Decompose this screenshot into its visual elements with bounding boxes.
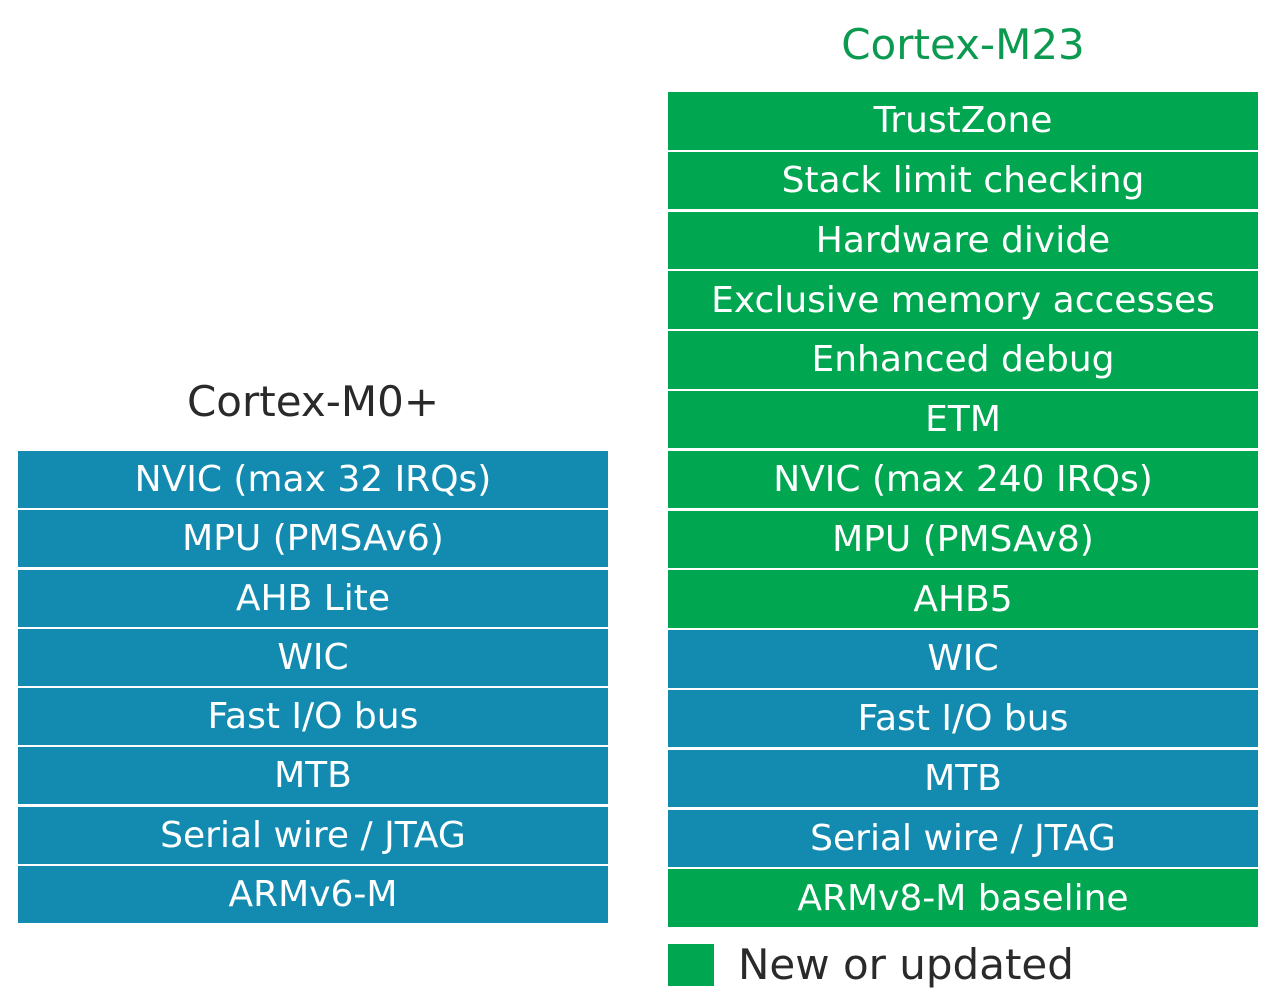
legend-label: New or updated <box>738 940 1074 989</box>
m0-block-ahb: AHB Lite <box>18 569 608 627</box>
cortex-m23-block-stack: TrustZone Stack limit checking Hardware … <box>668 92 1258 929</box>
cortex-m0plus-block-stack: NVIC (max 32 IRQs) MPU (PMSAv6) AHB Lite… <box>18 451 608 925</box>
m23-block-etm: ETM <box>668 390 1258 449</box>
m23-block-architecture: ARMv8-M baseline <box>668 869 1258 927</box>
m0-block-fast-io-bus: Fast I/O bus <box>18 688 608 746</box>
m23-block-wic: WIC <box>668 630 1258 688</box>
m23-block-hardware-divide: Hardware divide <box>668 211 1258 270</box>
cortex-m0plus-title: Cortex-M0+ <box>186 377 440 426</box>
m23-block-serial-wire-jtag: Serial wire / JTAG <box>668 809 1258 868</box>
m0-block-mpu: MPU (PMSAv6) <box>18 510 608 568</box>
m23-block-stack-limit-checking: Stack limit checking <box>668 151 1258 210</box>
m23-block-nvic: NVIC (max 240 IRQs) <box>668 450 1258 509</box>
m23-block-fast-io-bus: Fast I/O bus <box>668 689 1258 748</box>
m23-block-exclusive-memory-accesses: Exclusive memory accesses <box>668 271 1258 329</box>
legend: New or updated <box>668 940 1074 989</box>
m23-block-enhanced-debug: Enhanced debug <box>668 331 1258 389</box>
m0-block-mtb: MTB <box>18 747 608 805</box>
m0-block-architecture: ARMv6-M <box>18 866 608 924</box>
cortex-m23-title: Cortex-M23 <box>841 20 1085 69</box>
m23-block-trustzone: TrustZone <box>668 92 1258 150</box>
m0-block-nvic: NVIC (max 32 IRQs) <box>18 451 608 508</box>
m23-block-mpu: MPU (PMSAv8) <box>668 510 1258 569</box>
m23-block-ahb5: AHB5 <box>668 570 1258 628</box>
legend-swatch-new-or-updated <box>668 943 714 986</box>
m0-block-serial-wire-jtag: Serial wire / JTAG <box>18 806 608 864</box>
m0-block-wic: WIC <box>18 628 608 686</box>
m23-block-mtb: MTB <box>668 749 1258 808</box>
